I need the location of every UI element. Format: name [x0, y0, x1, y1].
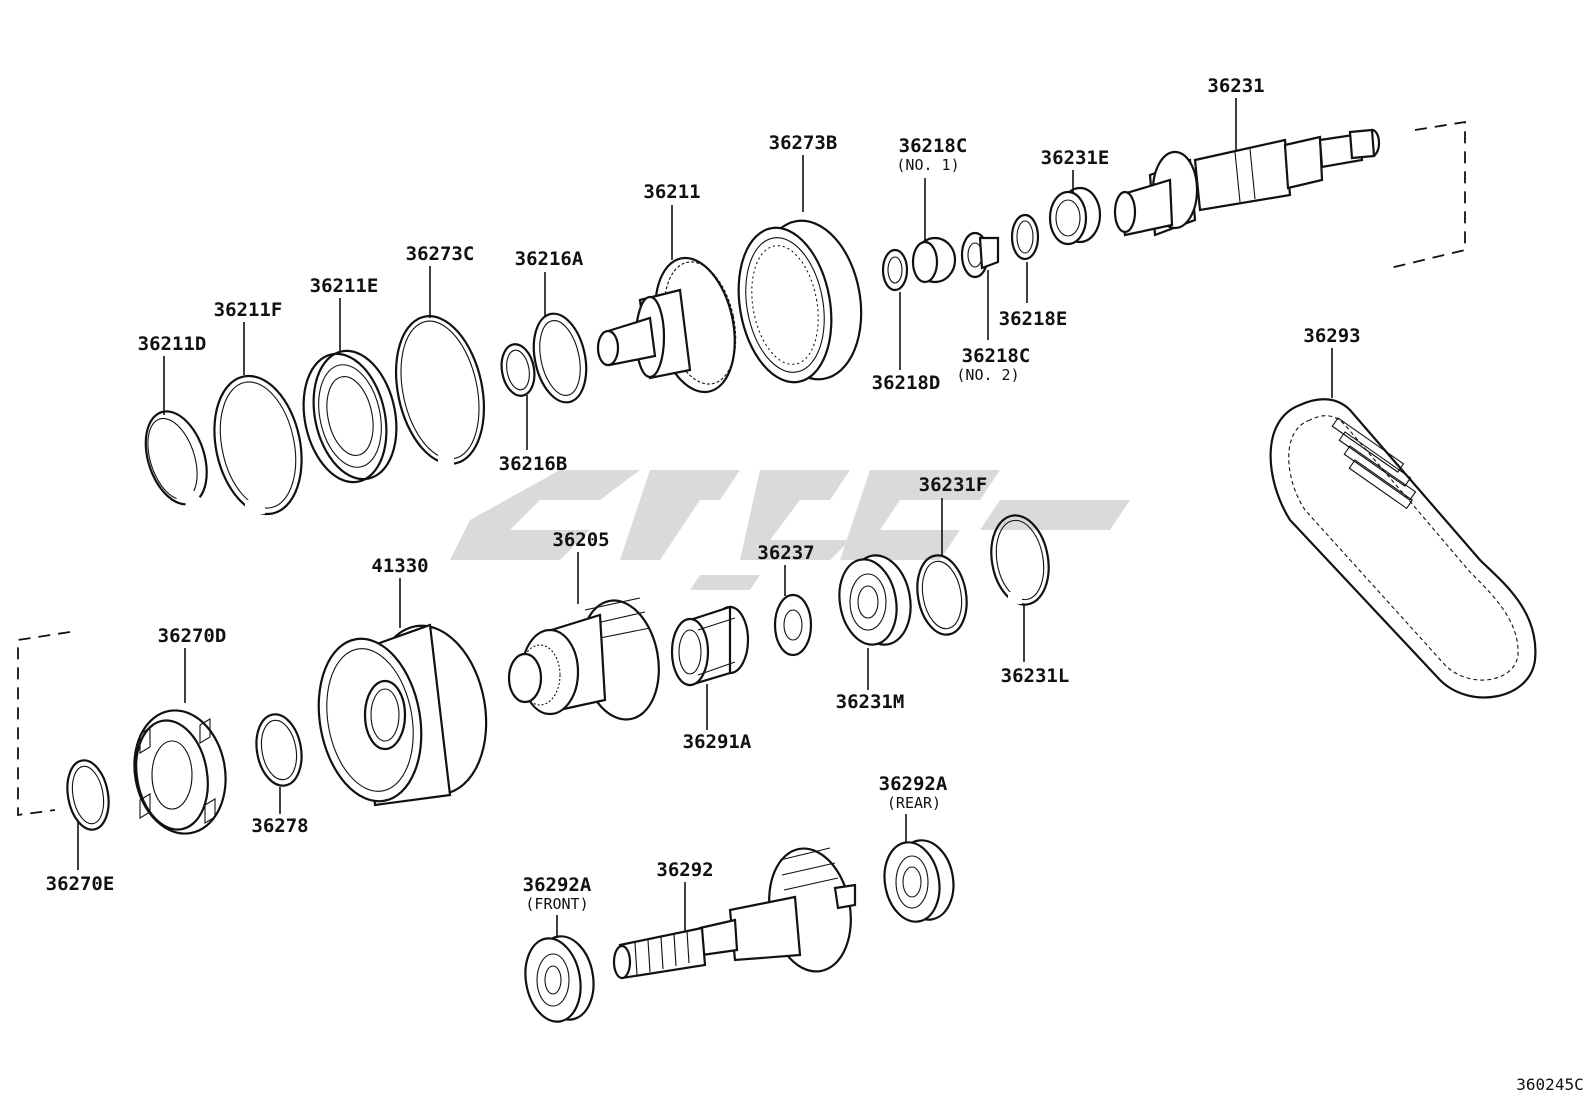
label-36218E: 36218E [999, 308, 1068, 330]
label-36292A-front: 36292A [523, 874, 592, 896]
label-36211F: 36211F [214, 299, 283, 321]
label-36218D: 36218D [872, 372, 941, 394]
part-36231M-bearing [838, 554, 912, 646]
label-36292A-rear: 36292A [879, 773, 948, 795]
label-36218C-no2: 36218C [962, 345, 1031, 367]
part-36291A-needle-bearing [670, 605, 750, 687]
label-41330: 41330 [371, 555, 428, 577]
label-36237: 36237 [757, 542, 814, 564]
connector-bracket-left [17, 631, 71, 817]
label-36270E: 36270E [46, 873, 115, 895]
part-36292A-rear-bearing [883, 839, 955, 923]
part-36211F-snap-ring [213, 374, 303, 516]
part-labels: 36231 36273B 36218C (NO. 1) 36231E 36211… [46, 75, 1584, 1094]
part-36216A-ring [532, 312, 588, 404]
part-36216B-ring [500, 343, 536, 397]
part-36231E-bearing [1048, 186, 1102, 246]
part-36211D-snap-ring [144, 410, 208, 506]
label-36231E: 36231E [1041, 147, 1110, 169]
part-36231F-ring [916, 554, 968, 636]
part-36211-sprocket [596, 256, 737, 394]
label-36291A: 36291A [683, 731, 752, 753]
part-41330-drum [317, 623, 488, 807]
label-36216B: 36216B [499, 453, 568, 475]
watermark-logo [450, 470, 1130, 590]
label-36211D: 36211D [138, 333, 207, 355]
part-36237-washer [773, 593, 813, 657]
label-36270D: 36270D [158, 625, 227, 647]
label-36231F: 36231F [919, 474, 988, 496]
part-36218E-ring [1010, 213, 1040, 261]
part-36292-gear-shaft [612, 847, 857, 980]
part-36205-gear [507, 597, 660, 721]
part-36231L-snap-ring [990, 514, 1050, 606]
part-36218C-no1 [911, 236, 957, 284]
part-36273B-drum [737, 219, 863, 384]
label-36273B: 36273B [769, 132, 838, 154]
leader-lines [77, 98, 1333, 938]
label-36218C-no2-note: (NO. 2) [956, 366, 1019, 384]
part-36211E-bearing [302, 349, 398, 484]
part-36218C-no2 [960, 231, 1000, 279]
label-36216A: 36216A [515, 248, 584, 270]
label-36292A-front-note: (FRONT) [525, 895, 588, 913]
label-36292A-rear-note: (REAR) [887, 794, 941, 812]
label-36293: 36293 [1303, 325, 1360, 347]
label-36278: 36278 [251, 815, 308, 837]
diagram-code: 360245C [1516, 1075, 1583, 1094]
part-36293-chain [1269, 398, 1537, 699]
connector-bracket-top-right [1389, 120, 1466, 269]
label-36231M: 36231M [836, 691, 905, 713]
label-36273C: 36273C [406, 243, 475, 265]
label-36231L: 36231L [1001, 665, 1070, 687]
part-36273C-snap-ring [394, 315, 486, 466]
label-36292: 36292 [656, 859, 713, 881]
label-36211E: 36211E [310, 275, 379, 297]
part-36270D-hub [133, 709, 227, 835]
part-36292A-front-bearing [524, 935, 595, 1023]
part-36270E-snap-ring [66, 759, 110, 831]
part-36278-ring [255, 713, 303, 787]
label-36231: 36231 [1207, 75, 1264, 97]
label-36218C-no1-note: (NO. 1) [896, 156, 959, 174]
part-36218D-washer [881, 248, 909, 292]
label-36205: 36205 [552, 529, 609, 551]
label-36218C-no1: 36218C [899, 135, 968, 157]
label-36211: 36211 [643, 181, 700, 203]
part-36231-shaft [1113, 128, 1381, 237]
